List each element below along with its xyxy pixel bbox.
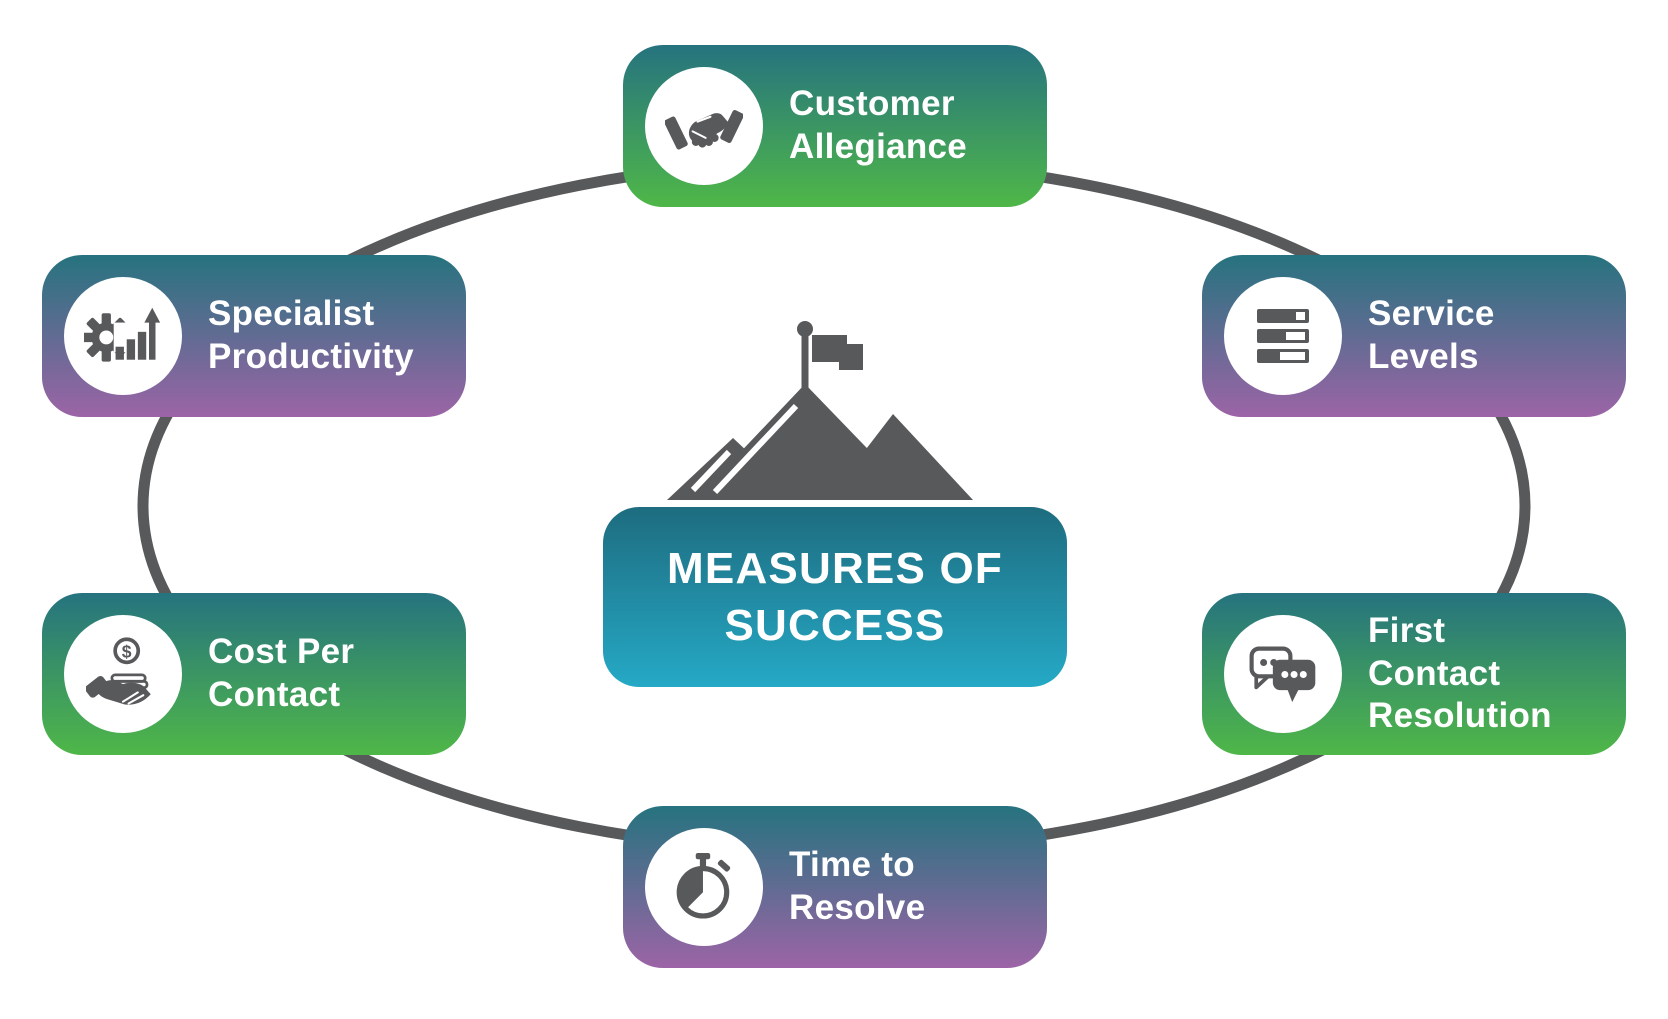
- node-first-contact-resolution: First Contact Resolution: [1202, 593, 1626, 755]
- coin-hand-icon: $: [64, 615, 182, 733]
- chat-bubbles-icon: [1224, 615, 1342, 733]
- node-cost-per-contact: $ Cost Per Contact: [42, 593, 466, 755]
- node-label: Specialist Productivity: [208, 294, 414, 376]
- node-time-to-resolve: Time to Resolve: [623, 806, 1047, 968]
- node-label: Time to Resolve: [789, 845, 926, 927]
- gear-growth-chart-icon: [64, 277, 182, 395]
- svg-text:$: $: [122, 641, 132, 661]
- center-title-line2: SUCCESS: [724, 601, 946, 650]
- center-title-box: MEASURES OF SUCCESS: [603, 507, 1067, 687]
- node-label: Cost Per Contact: [208, 632, 355, 714]
- node-label: Service Levels: [1368, 294, 1495, 376]
- node-label: Customer Allegiance: [789, 84, 968, 166]
- handshake-icon: [645, 67, 763, 185]
- node-customer-allegiance: Customer Allegiance: [623, 45, 1047, 207]
- stopwatch-icon: [645, 828, 763, 946]
- node-service-levels: Service Levels: [1202, 255, 1626, 417]
- mountain-summit-flag-icon: [667, 321, 973, 500]
- center-title-line1: MEASURES OF: [667, 543, 1003, 593]
- service-level-bars-icon: [1224, 277, 1342, 395]
- node-specialist-productivity: Specialist Productivity: [42, 255, 466, 417]
- node-label: First Contact Resolution: [1368, 610, 1552, 736]
